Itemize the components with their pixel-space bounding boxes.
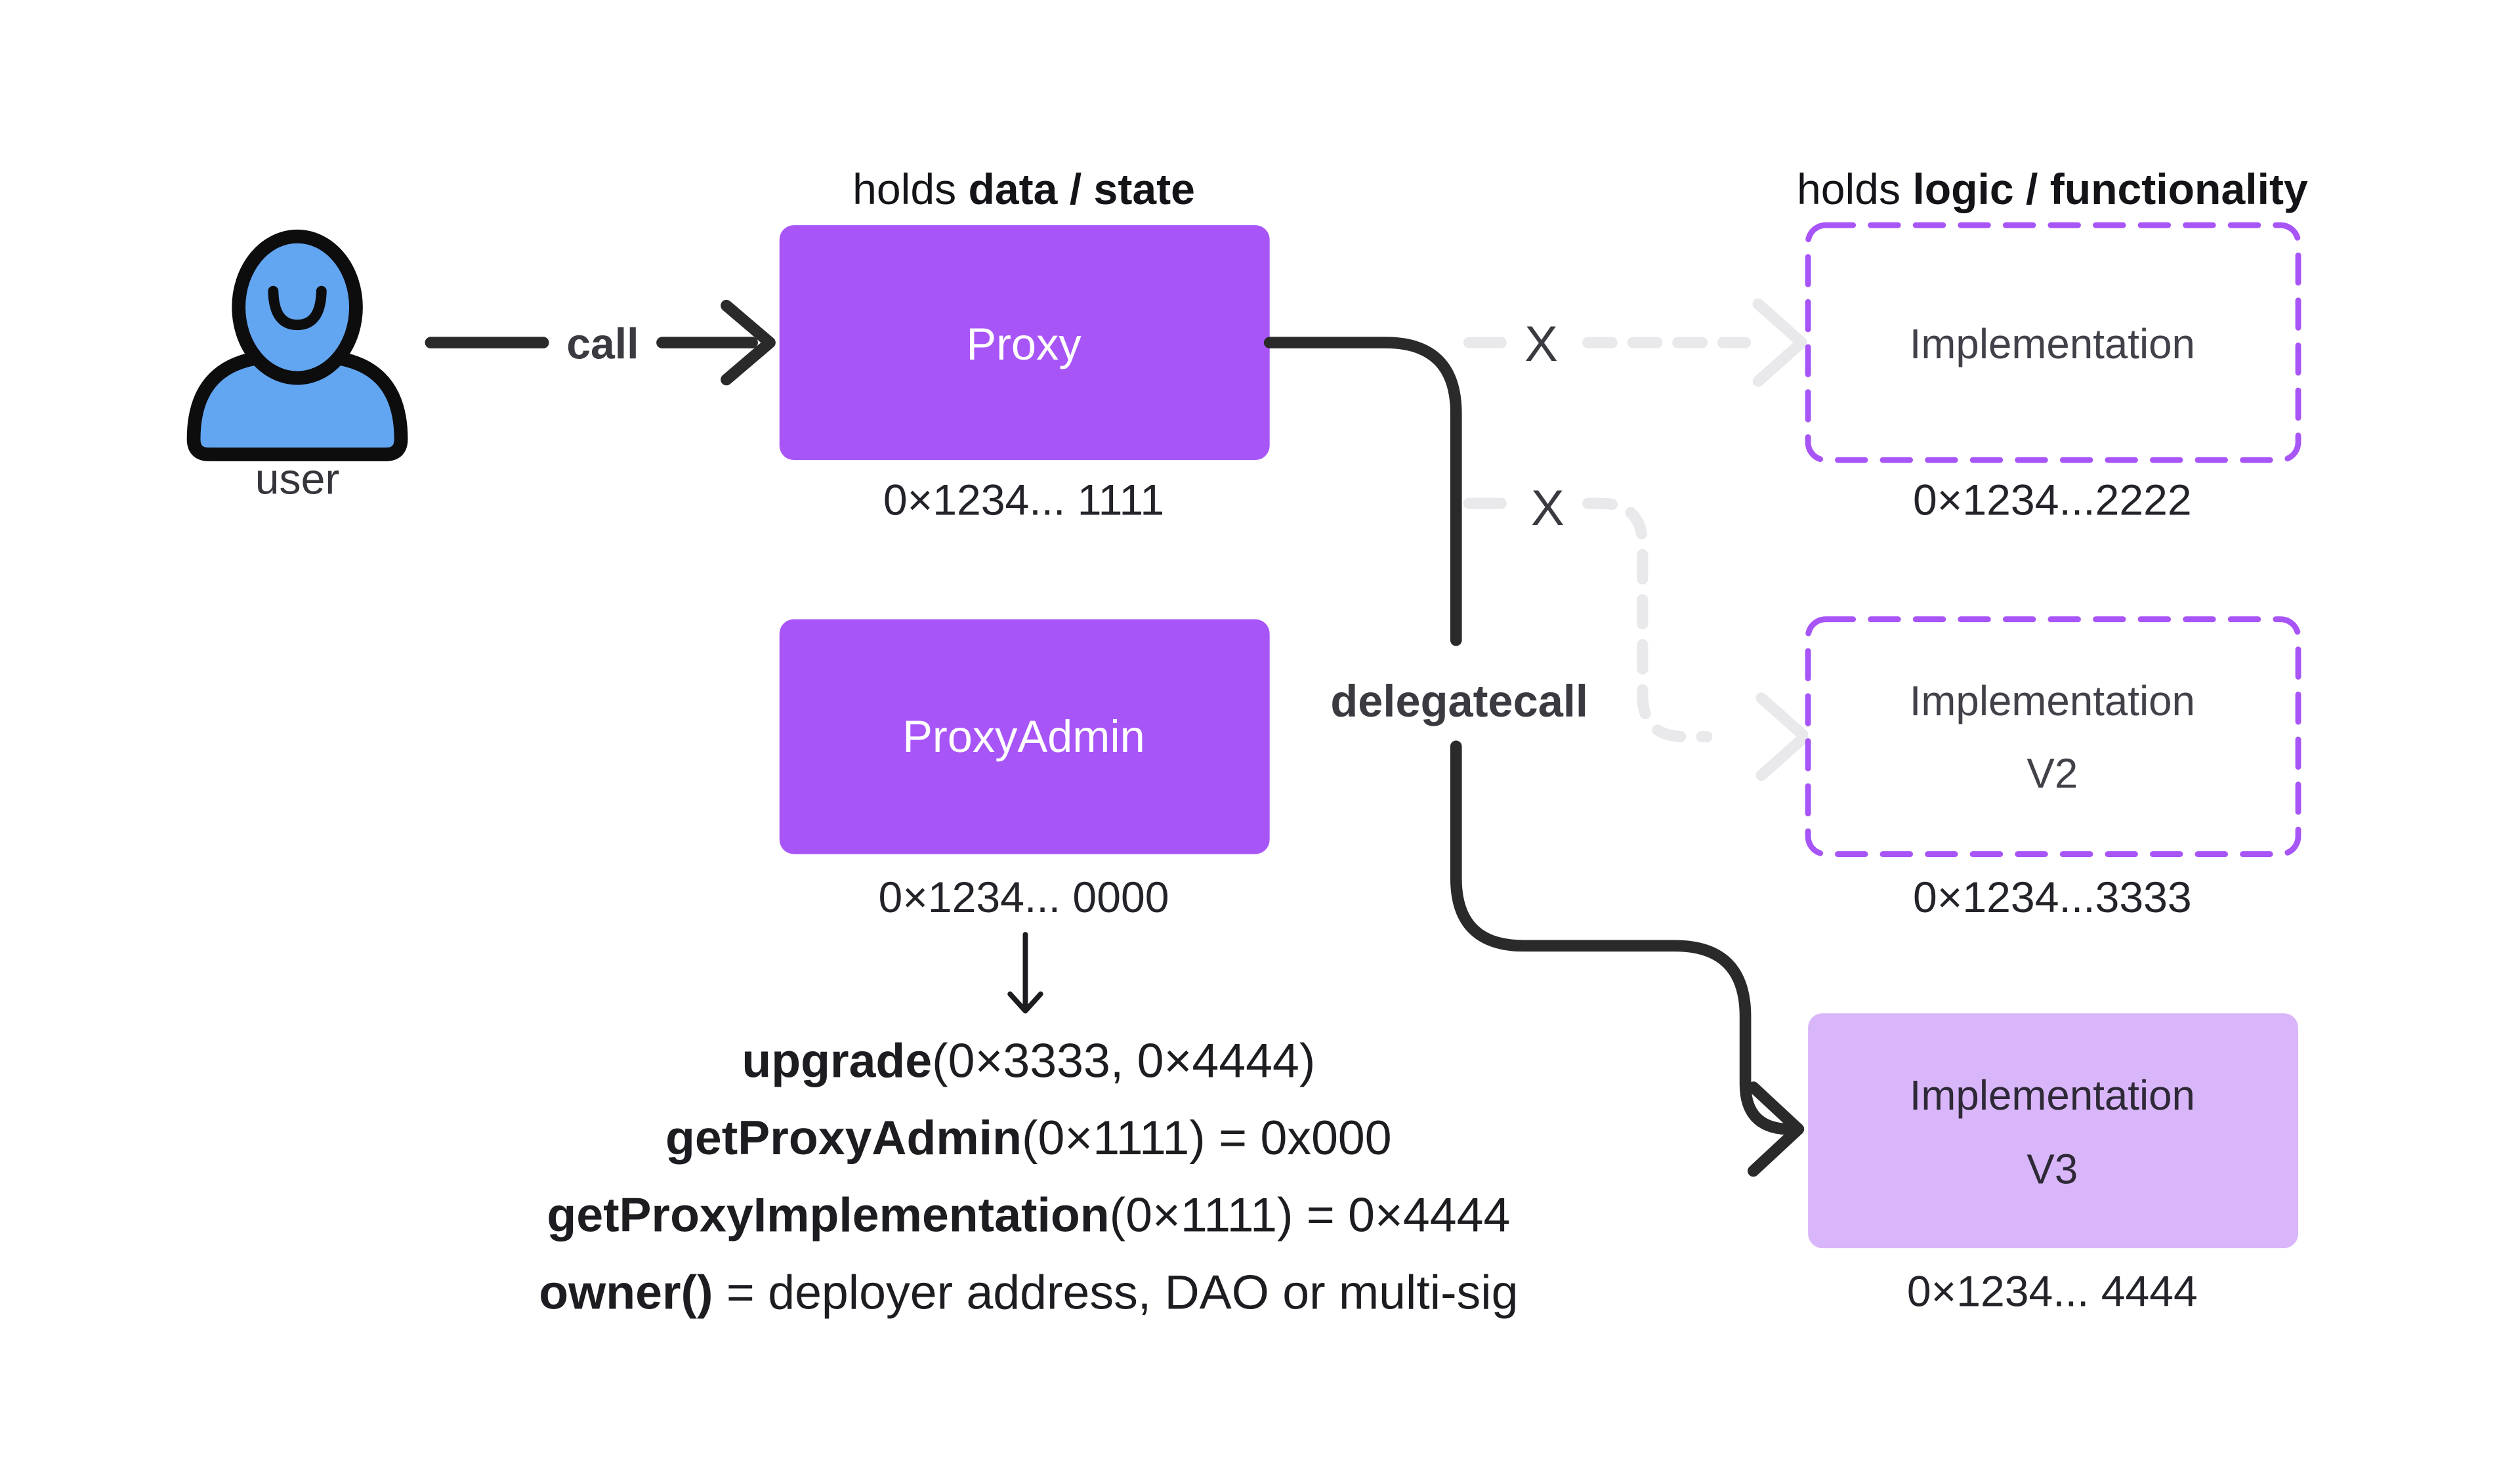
implementation-v1-box bbox=[1805, 222, 2301, 463]
admin-function-get-proxy-implementation: getProxyImplementation(0×1111) = 0×4444 bbox=[547, 1187, 1510, 1242]
delegatecall-label: delegatecall bbox=[1330, 676, 1588, 726]
header-data-state-bold: data / state bbox=[969, 165, 1195, 214]
implementation-v3-version: V3 bbox=[2026, 1146, 2078, 1193]
call-arrowhead-icon bbox=[721, 299, 776, 386]
blocked-v2-dashes bbox=[1582, 497, 1713, 743]
header-data-state-prefix: holds bbox=[852, 165, 968, 214]
fn-owner-name: owner() bbox=[539, 1264, 713, 1319]
header-logic-bold: logic / functionality bbox=[1912, 165, 2308, 214]
admin-function-upgrade: upgrade(0×3333, 0×4444) bbox=[742, 1033, 1315, 1087]
call-label: call bbox=[566, 320, 639, 369]
fn-getproxyimpl-args: (0×1111) = 0×4444 bbox=[1110, 1187, 1511, 1242]
header-logic-prefix: holds bbox=[1797, 165, 1912, 214]
implementation-v3-address: 0×1234... 4444 bbox=[1907, 1267, 2198, 1316]
user-smile-icon bbox=[268, 285, 327, 331]
down-arrowhead-icon bbox=[1007, 991, 1043, 1014]
blocked-v1-arrowhead-icon bbox=[1752, 298, 1807, 387]
user-icon bbox=[186, 229, 408, 461]
proxy-admin-box bbox=[779, 619, 1270, 854]
header-data-state: holds data / state bbox=[852, 165, 1195, 214]
proxy-admin-label: ProxyAdmin bbox=[902, 711, 1145, 762]
admin-function-owner: owner() = deployer address, DAO or multi… bbox=[539, 1264, 1518, 1319]
fn-getproxyimpl-name: getProxyImplementation bbox=[547, 1187, 1109, 1242]
user-body-icon bbox=[186, 349, 408, 461]
fn-getproxyadmin-args: (0×1111) = 0x000 bbox=[1022, 1110, 1392, 1164]
implementation-v3-box bbox=[1808, 1013, 2299, 1249]
user-label: user bbox=[255, 455, 340, 503]
blocked-call-v2-path bbox=[1463, 497, 1811, 782]
delegatecall-path bbox=[1263, 337, 1805, 1177]
fn-owner-args: = deployer address, DAO or multi-sig bbox=[713, 1264, 1518, 1319]
blocked-x-v1: X bbox=[1524, 316, 1558, 372]
implementation-v2-version: V2 bbox=[2026, 751, 2078, 797]
fn-upgrade-name: upgrade bbox=[742, 1033, 932, 1087]
delegatecall-path-lower bbox=[1450, 740, 1794, 1135]
proxy-admin-down-arrow bbox=[1007, 932, 1043, 1014]
fn-upgrade-args: (0×3333, 0×4444) bbox=[932, 1033, 1315, 1087]
delegatecall-arrowhead-icon bbox=[1748, 1081, 1805, 1177]
header-logic-functionality: holds logic / functionality bbox=[1797, 165, 2308, 214]
fn-getproxyadmin-name: getProxyAdmin bbox=[665, 1110, 1022, 1164]
blocked-v2-arrowhead-icon bbox=[1755, 692, 1811, 782]
proxy-box bbox=[779, 225, 1270, 461]
implementation-v1-address: 0×1234...2222 bbox=[1913, 476, 2192, 524]
implementation-v1-label: Implementation bbox=[1910, 321, 2195, 367]
proxy-label: Proxy bbox=[966, 319, 1082, 369]
blocked-call-v1-path bbox=[1463, 298, 1807, 387]
proxy-address: 0×1234... 1111 bbox=[883, 476, 1164, 524]
delegatecall-path-upper bbox=[1263, 337, 1462, 646]
call-arrow bbox=[425, 299, 776, 386]
implementation-v2-label: Implementation bbox=[1910, 678, 2195, 724]
proxy-admin-address: 0×1234... 0000 bbox=[879, 873, 1169, 922]
user-head-icon bbox=[232, 229, 363, 385]
implementation-v3-label: Implementation bbox=[1910, 1072, 2195, 1119]
admin-function-get-proxy-admin: getProxyAdmin(0×1111) = 0x000 bbox=[665, 1110, 1392, 1164]
blocked-x-v2: X bbox=[1531, 480, 1564, 536]
implementation-v2-box bbox=[1805, 616, 2301, 857]
implementation-v2-address: 0×1234...3333 bbox=[1913, 873, 2192, 922]
